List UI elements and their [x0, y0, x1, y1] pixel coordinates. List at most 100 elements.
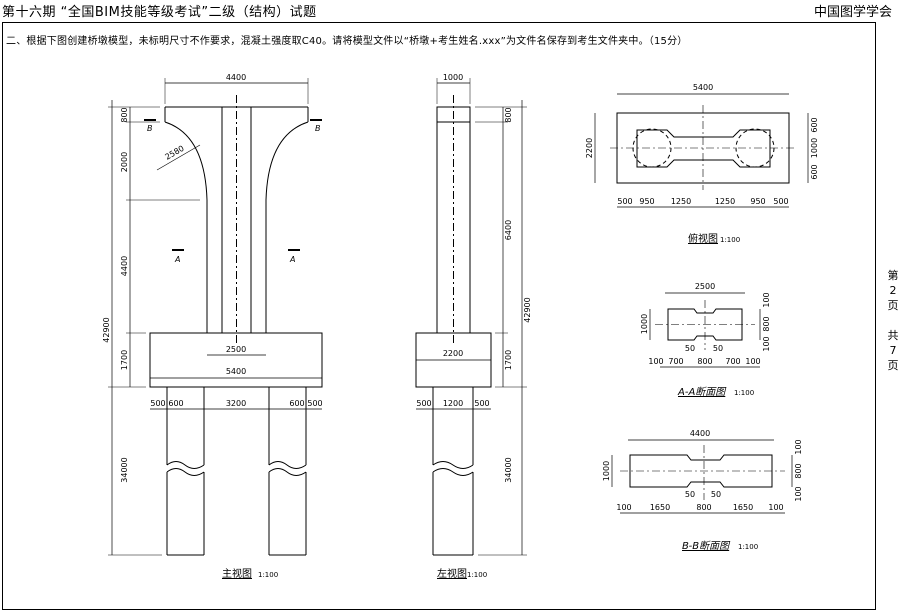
dim-label: 50: [685, 490, 695, 499]
dim-label: 1650: [733, 503, 753, 512]
section-a-labels: 2500 1000 100 800 100 50 50 100 700 800 …: [640, 282, 771, 398]
dim-label: 4400: [226, 73, 246, 82]
side-view-labels: 1000 800 6400 42900 2200 1700 34000 500 …: [416, 73, 532, 580]
dim-label: 50: [711, 490, 721, 499]
main-view-caption: 主视图: [222, 567, 252, 580]
plan-view-caption: 俯视图: [688, 232, 718, 245]
footing: [149, 332, 323, 388]
dim-label: 1000: [602, 461, 611, 481]
dim-label: 50: [713, 344, 723, 353]
dim-label: 500: [474, 399, 489, 408]
pile-break: [268, 461, 307, 469]
dim-label: 2580: [164, 144, 186, 162]
main-view: [108, 78, 323, 556]
section-a-caption: A-A断面图: [677, 386, 727, 398]
dim-label: 1250: [671, 197, 691, 206]
plan-view-scale: 1:100: [720, 236, 740, 244]
page-info-char: 页: [887, 359, 899, 372]
dim-label: 2500: [695, 282, 715, 291]
organization: 中国图学学会: [813, 5, 892, 20]
dim-label: 800: [120, 107, 129, 122]
dim-label: 34000: [504, 457, 513, 482]
dim-label: 500: [307, 399, 322, 408]
dim-label: 50: [685, 344, 695, 353]
dim-label: 500: [150, 399, 165, 408]
page-indicator: 第 2 页 共 7 页: [886, 268, 900, 373]
section-b-scale: 1:100: [738, 543, 758, 551]
page-info-char: 第: [887, 269, 899, 282]
section-b-labels: 4400 1000 100 800 100 50 50 100 1650 800…: [602, 429, 803, 552]
dim-label: 1200: [443, 399, 463, 408]
section-label: B: [315, 124, 321, 133]
dim-label: 800: [696, 503, 711, 512]
dim-label: 1000: [810, 138, 819, 158]
section-b: [611, 439, 793, 514]
dim-label: 100: [745, 357, 760, 366]
dim-label: 1000: [640, 314, 649, 334]
dim-label: 600: [289, 399, 304, 408]
side-view-scale: 1:100: [467, 571, 487, 579]
side-view-caption: 左视图: [437, 567, 467, 580]
dim-label: 1700: [120, 350, 129, 370]
section-a: [649, 292, 761, 368]
dim-label: 800: [504, 107, 513, 122]
dim-label: 2200: [443, 349, 463, 358]
pile-break: [432, 461, 474, 469]
dim-label: 1250: [715, 197, 735, 206]
page-info-char: 共: [887, 329, 899, 342]
section-a-scale: 1:100: [734, 389, 754, 397]
question-text: 二、根据下图创建桥墩模型，未标明尺寸不作要求，混凝土强度取C40。请将模型文件以…: [6, 36, 688, 47]
section-label: A: [174, 255, 180, 264]
dim-label: 700: [725, 357, 740, 366]
dim-label: 600: [168, 399, 183, 408]
side-view: [415, 78, 527, 556]
dim-label: 5400: [226, 367, 246, 376]
dim-label: 800: [794, 463, 803, 478]
section-label: B: [147, 124, 153, 133]
dim-label: 950: [750, 197, 765, 206]
dim-label: 800: [697, 357, 712, 366]
dim-label: 100: [794, 486, 803, 501]
dim-label: 500: [617, 197, 632, 206]
dim-label: 600: [810, 164, 819, 179]
plan-view-labels: 5400 2200 600 1000 600 500 950 1250 1250…: [585, 83, 819, 245]
dim-label: 3200: [226, 399, 246, 408]
page-total: 7: [889, 344, 897, 357]
dim-label: 1700: [504, 350, 513, 370]
page-header: 第十六期 “全国BIM技能等级考试”二级（结构）试题 中国图学学会: [0, 0, 900, 20]
dim-label: 34000: [120, 457, 129, 482]
dim-label: 500: [416, 399, 431, 408]
main-view-labels: 4400 800 2000 4400 42900 1700 34000 2580…: [102, 73, 323, 580]
dim-label: 4400: [690, 429, 710, 438]
dim-label: 800: [762, 316, 771, 331]
section-b-caption: B-B断面图: [682, 540, 731, 552]
dim-label: 100: [648, 357, 663, 366]
dim-label: 700: [668, 357, 683, 366]
page-number: 2: [889, 284, 897, 297]
pile-break: [432, 468, 474, 476]
dim-label: 2200: [585, 138, 594, 158]
dim-label: 42900: [102, 317, 111, 342]
dim-label: 100: [762, 336, 771, 351]
dim-label: 1000: [443, 73, 463, 82]
plan-view: [594, 93, 809, 208]
pile-break: [166, 468, 205, 476]
dim-label: 600: [810, 117, 819, 132]
dim-label: 6400: [504, 220, 513, 240]
dim-label: 1650: [650, 503, 670, 512]
dim-label: 100: [794, 439, 803, 454]
dim-label: 500: [773, 197, 788, 206]
exam-title: 第十六期 “全国BIM技能等级考试”二级（结构）试题: [2, 5, 317, 20]
dim-label: 100: [762, 292, 771, 307]
main-view-scale: 1:100: [258, 571, 278, 579]
section-label: A: [289, 255, 295, 264]
dim-label: 5400: [693, 83, 713, 92]
dim-label: 42900: [523, 297, 532, 322]
pile-break: [268, 468, 307, 476]
dim-label: 100: [616, 503, 631, 512]
dim-label: 2500: [226, 345, 246, 354]
dim-label: 4400: [120, 256, 129, 276]
pile-break: [166, 461, 205, 469]
plan-pier-outline: [636, 129, 771, 168]
